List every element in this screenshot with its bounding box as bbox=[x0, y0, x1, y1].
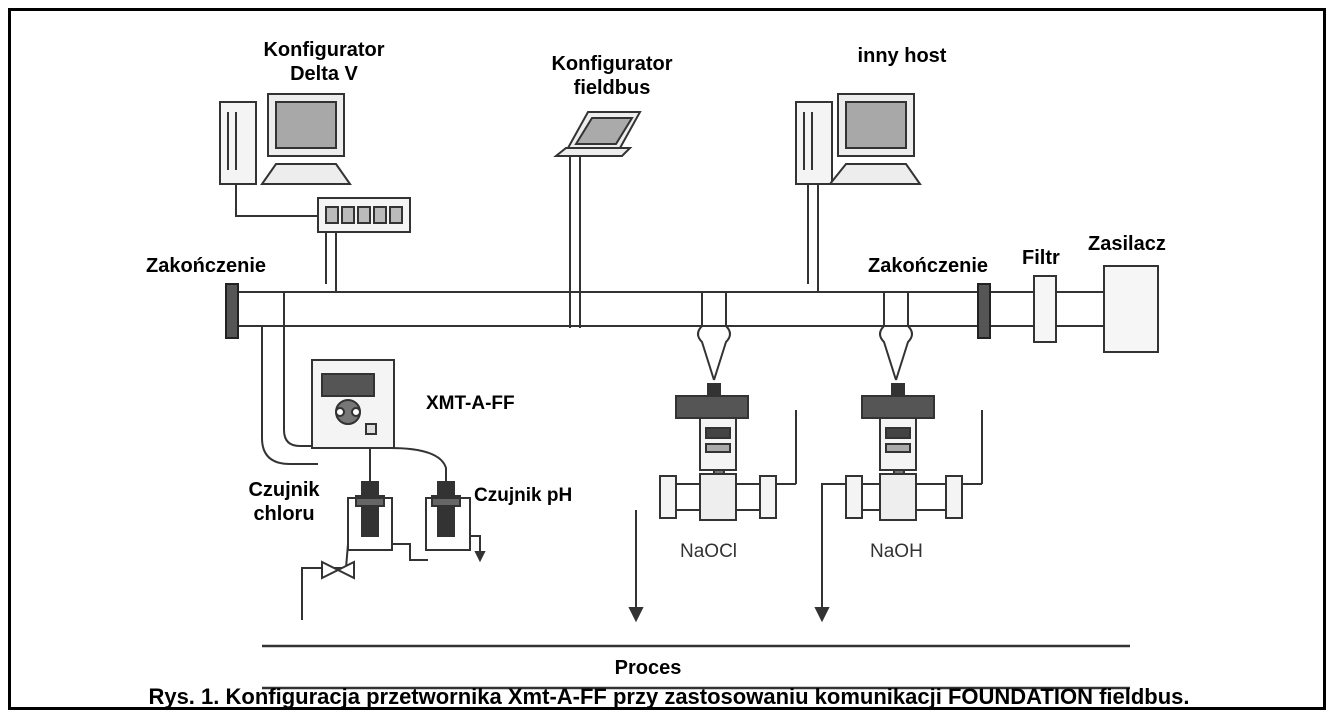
fieldbus-configurator-label-line1: Konfigurator bbox=[551, 53, 673, 75]
naocl-valve-icon bbox=[628, 292, 797, 623]
naoh-valve-icon bbox=[814, 292, 983, 623]
naoh-label: NaOH bbox=[870, 541, 923, 562]
filter-label: Filtr bbox=[1022, 247, 1060, 269]
ph-sensor-icon bbox=[389, 447, 486, 563]
terminator-right-label: Zakończenie bbox=[868, 255, 989, 277]
power-supply-icon bbox=[1103, 265, 1159, 353]
terminator-right-icon bbox=[977, 283, 991, 339]
other-host-computer-icon bbox=[795, 93, 922, 292]
fieldbus-configurator-label-line2: fieldbus bbox=[573, 77, 651, 99]
delta-v-configurator-label-line1: Konfigurator bbox=[263, 39, 385, 61]
hub-icon bbox=[317, 197, 411, 292]
chlorine-sensor-icon bbox=[301, 448, 428, 620]
figure-caption: Rys. 1. Konfiguracja przetwornika Xmt-A-… bbox=[148, 684, 1190, 709]
power-supply-label: Zasilacz bbox=[1088, 233, 1166, 255]
xmt-label: XMT-A-FF bbox=[426, 393, 515, 414]
delta-v-configurator-label-line2: Delta V bbox=[290, 63, 358, 85]
delta-v-computer-icon bbox=[219, 93, 352, 217]
filter-icon bbox=[1033, 275, 1057, 343]
process-pipe bbox=[262, 644, 1130, 690]
chlorine-sensor-label-line2: chloru bbox=[253, 503, 315, 525]
ph-sensor-label: Czujnik pH bbox=[474, 485, 573, 506]
xmt-transmitter-icon bbox=[311, 359, 395, 449]
terminator-left-icon bbox=[225, 283, 239, 339]
chlorine-sensor-label-line1: Czujnik bbox=[248, 479, 320, 501]
terminator-left-label: Zakończenie bbox=[146, 255, 267, 277]
fieldbus-trunk bbox=[238, 291, 1104, 327]
fieldbus-configurator-laptop-icon bbox=[553, 111, 642, 328]
sensor-drop-cable bbox=[261, 292, 318, 465]
other-host-label: inny host bbox=[857, 45, 947, 67]
process-label: Proces bbox=[614, 657, 682, 679]
naocl-label: NaOCl bbox=[680, 541, 738, 562]
